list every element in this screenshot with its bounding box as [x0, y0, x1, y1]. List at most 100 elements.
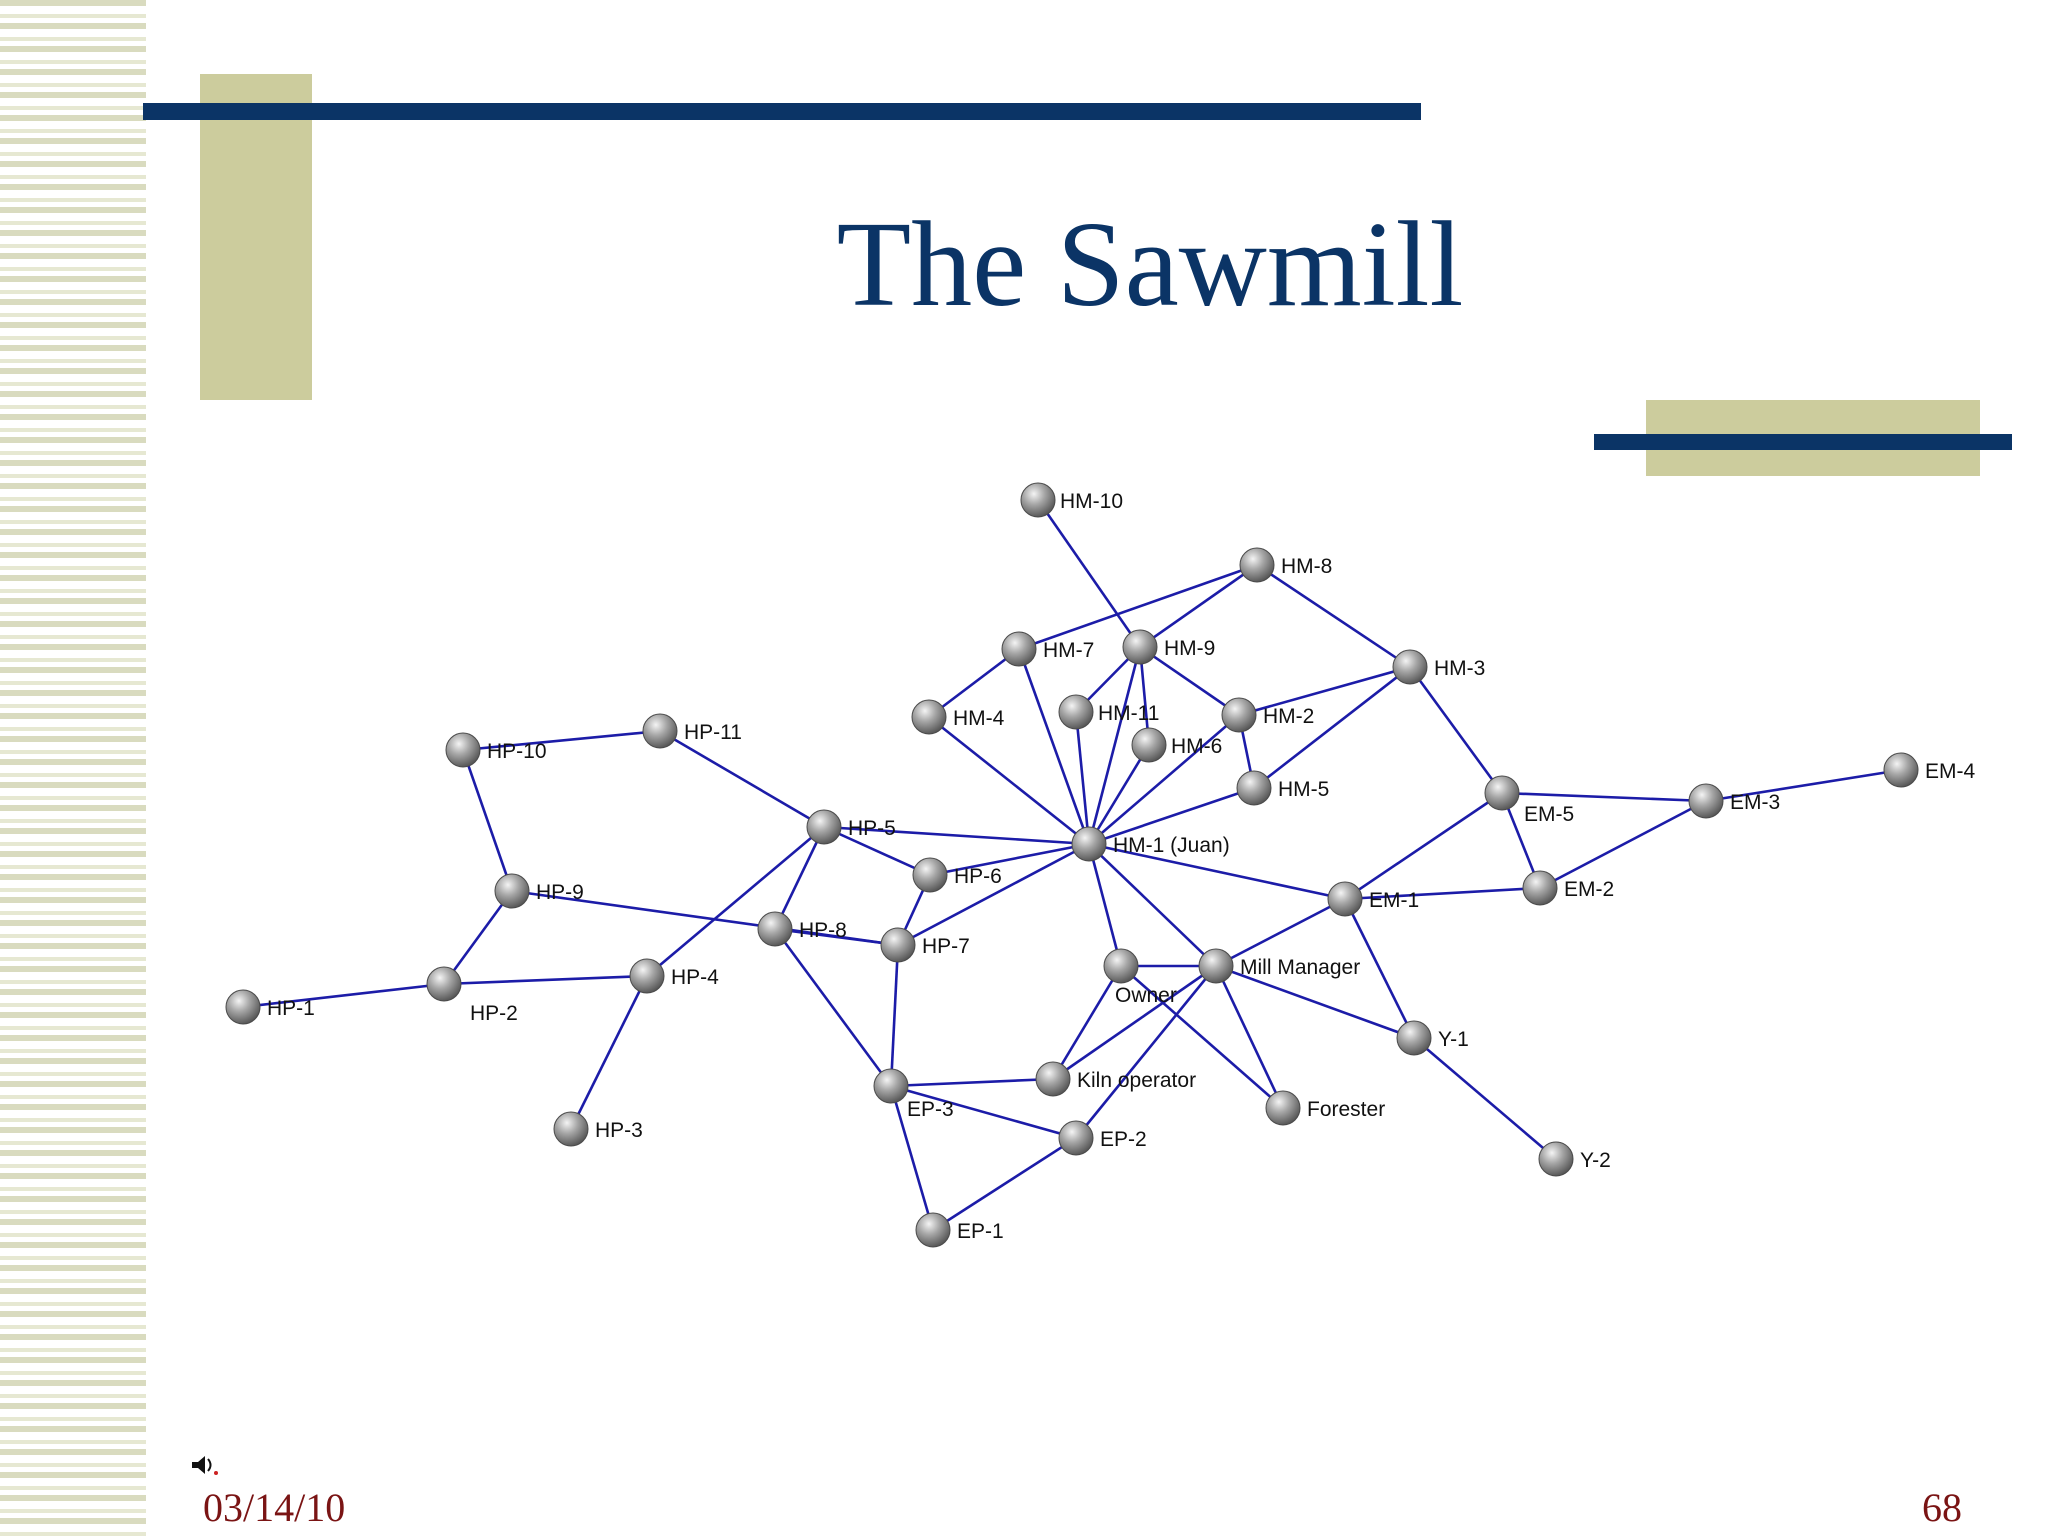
- node-label: HP-7: [922, 935, 970, 958]
- edge-hm-1-hp-6: [929, 842, 1090, 877]
- node-circle: [1327, 881, 1363, 917]
- node-circle: [1688, 783, 1724, 819]
- edge-hm-8-hm-3: [1256, 563, 1411, 669]
- edge-hm-1-owner: [1087, 843, 1123, 967]
- edge-em-3-em-4: [1705, 768, 1902, 803]
- node-y-2: Y-2: [1538, 1141, 1611, 1177]
- node-ep-3: EP-3: [873, 1068, 954, 1121]
- edge-hm-11-hm-1: [1074, 711, 1091, 845]
- node-circle: [1265, 1090, 1301, 1126]
- edge-ep-3-ep-1: [889, 1085, 935, 1231]
- node-label: EM-3: [1730, 791, 1780, 814]
- node-label: Y-1: [1438, 1028, 1469, 1051]
- node-label: HP-8: [799, 919, 847, 942]
- striped-sidebar-decoration: [0, 0, 146, 1536]
- node-circle: [494, 873, 530, 909]
- edge-hp-5-hp-8: [773, 826, 826, 930]
- node-circle: [880, 927, 916, 963]
- edge-kiln-operator-ep-3: [890, 1077, 1054, 1088]
- edge-hp-2-hp-1: [242, 982, 445, 1009]
- accent-bar-right: [1594, 434, 2012, 450]
- node-label: HP-4: [671, 966, 719, 989]
- edge-hp-8-hp-7: [774, 927, 899, 947]
- node-label: Mill Manager: [1240, 956, 1360, 979]
- edge-hm-8-hm-7: [1018, 563, 1258, 651]
- node-circle: [225, 989, 261, 1025]
- edge-hp-7-ep-3: [889, 944, 900, 1087]
- node-hp-2: HP-2: [426, 966, 518, 1025]
- edge-hm-5-hm-1: [1088, 786, 1255, 846]
- node-hp-1: HP-1: [225, 989, 315, 1025]
- node-circle: [1239, 547, 1275, 583]
- node-label: EM-2: [1564, 878, 1614, 901]
- node-em-5: EM-5: [1484, 775, 1574, 826]
- edge-hm-8-hm-9: [1139, 563, 1258, 649]
- node-label: Owner: [1115, 984, 1177, 1007]
- network-edges: [242, 499, 1902, 1232]
- node-label: HM-10: [1060, 490, 1123, 513]
- node-label: HM-3: [1434, 657, 1485, 680]
- node-ep-2: EP-2: [1058, 1120, 1147, 1156]
- edge-hm-10-hm-9: [1036, 499, 1142, 648]
- node-circle: [873, 1068, 909, 1104]
- sound-icon[interactable]: [190, 1452, 226, 1478]
- edge-em-5-em-1: [1344, 791, 1503, 901]
- node-circle: [1001, 631, 1037, 667]
- edge-hm-6-hm-1: [1087, 744, 1151, 845]
- node-label: HM-6: [1171, 735, 1222, 758]
- node-hm-9: HM-9: [1122, 629, 1215, 665]
- node-circle: [1522, 870, 1558, 906]
- edge-hp-5-hp-4: [646, 826, 825, 977]
- node-hm-1: HM-1 (Juan): [1071, 826, 1230, 862]
- node-em-1: EM-1: [1327, 881, 1419, 917]
- edge-hm-3-hm-5: [1253, 665, 1411, 790]
- edge-mill-manager-y-1: [1215, 964, 1415, 1040]
- node-hm-3: HM-3: [1392, 649, 1485, 685]
- edge-hp-11-hp-5: [659, 729, 825, 829]
- node-circle: [445, 732, 481, 768]
- node-em-4: EM-4: [1883, 752, 1975, 788]
- node-label: HP-2: [470, 1002, 518, 1025]
- node-label: EM-4: [1925, 760, 1975, 783]
- node-em-3: EM-3: [1688, 783, 1780, 819]
- edge-hm-7-hm-1: [1017, 648, 1091, 845]
- node-hm-4: HM-4: [911, 699, 1005, 735]
- node-label: EP-1: [957, 1220, 1004, 1243]
- node-circle: [1131, 727, 1167, 763]
- node-label: HM-9: [1164, 637, 1215, 660]
- node-circle: [1538, 1141, 1574, 1177]
- node-label: Kiln operator: [1077, 1069, 1196, 1092]
- node-label: HM-11: [1098, 702, 1159, 725]
- node-owner: Owner: [1103, 948, 1177, 1007]
- node-circle: [642, 713, 678, 749]
- node-label: EM-1: [1369, 889, 1419, 912]
- node-hp-7: HP-7: [880, 927, 970, 963]
- node-mill-manager: Mill Manager: [1198, 948, 1360, 984]
- node-hm-10: HM-10: [1020, 482, 1123, 518]
- node-label: HM-5: [1278, 778, 1329, 801]
- edge-mill-manager-ep-2: [1074, 965, 1218, 1139]
- edge-mill-manager-kiln-operator: [1052, 964, 1217, 1081]
- node-circle: [1122, 629, 1158, 665]
- slide-date: 03/14/10: [203, 1485, 346, 1530]
- node-circle: [1396, 1020, 1432, 1056]
- node-hm-5: HM-5: [1236, 770, 1329, 806]
- edge-owner-kiln-operator: [1051, 965, 1123, 1080]
- node-hm-6: HM-6: [1131, 727, 1222, 763]
- node-circle: [1103, 948, 1139, 984]
- node-label: HP-1: [267, 997, 315, 1020]
- edge-hm-1-hp-7: [897, 842, 1090, 947]
- node-circle: [1020, 482, 1056, 518]
- node-circle: [1236, 770, 1272, 806]
- node-label: HP-5: [848, 817, 896, 840]
- slide-title: The Sawmill: [836, 197, 1464, 332]
- node-hp-5: HP-5: [806, 809, 896, 845]
- edge-hp-9-hp-2: [442, 890, 514, 985]
- node-circle: [806, 809, 842, 845]
- node-kiln-operator: Kiln operator: [1035, 1061, 1196, 1097]
- edge-em-3-em-2: [1539, 799, 1707, 890]
- edge-ep-2-ep-1: [932, 1136, 1077, 1232]
- node-label: HM-1 (Juan): [1113, 834, 1230, 857]
